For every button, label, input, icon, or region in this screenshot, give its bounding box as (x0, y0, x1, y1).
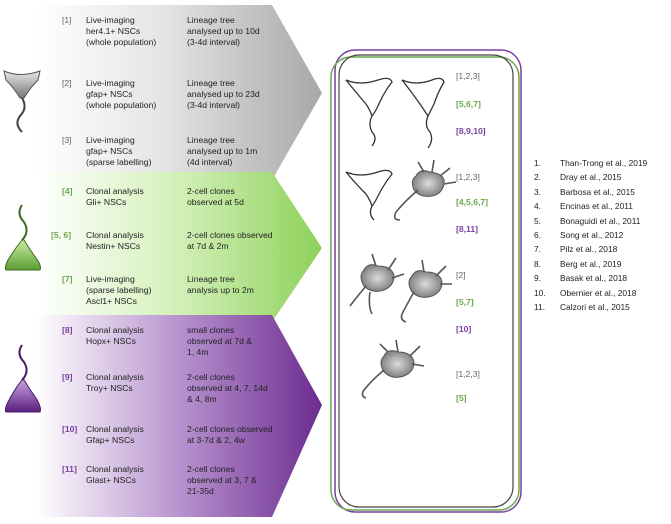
reference-text: Berg et al., 2019 (560, 258, 622, 269)
reference-number: 5. (534, 215, 541, 226)
outcome2-cells (345, 159, 457, 221)
row-ref: [5, 6] (51, 230, 72, 240)
reference-text: Than-Trong et al., 2019 (560, 158, 648, 168)
reference-item: 7. Pilz et al., 2018 (534, 242, 670, 256)
reference-number: 1. (534, 158, 541, 168)
row-ref: [8] (62, 325, 73, 335)
reference-item: 11. Calzori et al., 2015 (534, 300, 670, 314)
reference-number: 3. (534, 186, 541, 197)
row-observation: 2-cell clones observed at 5d (187, 186, 244, 207)
reference-item: 5. Bonaguidi et al., 2011 (534, 214, 670, 228)
row-method: Clonal analysis Hopx+ NSCs (86, 325, 144, 346)
green-outline (330, 56, 520, 511)
outcome1-green-refs: [5,6,7] (456, 99, 481, 109)
row-ref: [4] (62, 186, 73, 196)
outcome2-purple-refs: [8,11] (456, 224, 478, 234)
reference-text: Song et al., 2012 (560, 230, 624, 241)
outcome3-green-refs: [5,7] (456, 297, 474, 307)
green-arrow (36, 172, 322, 322)
row-ref: [3] (62, 135, 72, 145)
row-observation: Lineage tree analysed up to 23d (3-4d in… (187, 78, 260, 110)
row-method: Clonal analysis Troy+ NSCs (86, 372, 144, 393)
reference-number: 11. (534, 302, 546, 313)
row-method: Clonal analysis Glast+ NSCs (86, 464, 144, 485)
gray-arrow (36, 5, 322, 180)
reference-number: 2. (534, 172, 541, 183)
row-observation: Lineage tree analysed up to 10d (3-4d in… (187, 15, 260, 47)
reference-item: 1. Than-Trong et al., 2019 (534, 156, 670, 170)
row-observation: Lineage tree analysed up to 1m (4d inter… (187, 135, 258, 167)
gray-outline (338, 54, 514, 508)
green-nsc-icon (4, 204, 41, 271)
row-method: Live-imaging (sparse labelling) Ascl1+ N… (86, 274, 152, 306)
reference-item: 10. Obernier et al., 2018 (534, 286, 670, 300)
outcome3-gray-refs: [2] (456, 270, 466, 280)
outcome4-gray-refs: [1,2,3] (456, 369, 480, 379)
outcome3-cells (349, 253, 452, 323)
reference-text: Bonaguidi et al., 2011 (560, 215, 641, 226)
reference-number: 4. (534, 201, 541, 212)
row-ref: [1] (62, 15, 72, 25)
row-ref: [2] (62, 78, 72, 88)
purple-nsc-icon (4, 344, 41, 413)
outcome1-cells (345, 77, 445, 149)
row-observation: 2-cell clones observed at 3-7d & 2, 4w (187, 424, 273, 445)
reference-item: 6. Song et al., 2012 (534, 228, 670, 242)
reference-number: 10. (534, 287, 546, 298)
row-ref: [7] (62, 274, 73, 284)
reference-number: 7. (534, 244, 541, 255)
row-observation: 2-cell clones observed at 7d & 2m (187, 230, 273, 251)
gray-nsc-icon (3, 70, 41, 133)
outcome2-gray-refs: [1,2,3] (456, 172, 480, 182)
outcome3-purple-refs: [10] (456, 324, 472, 334)
reference-item: 8. Berg et al., 2019 (534, 257, 670, 271)
outcome2-green-refs: [4,5,6,7] (456, 197, 489, 207)
row-ref: [11] (62, 464, 77, 474)
row-observation: 2-cell clones observed at 4, 7, 14d & 4,… (187, 372, 268, 404)
row-ref: [9] (62, 372, 73, 382)
outcome4-green-refs: [5] (456, 393, 467, 403)
outcome4-cells (361, 339, 425, 399)
reference-number: 8. (534, 258, 541, 269)
row-method: Clonal analysis Gli+ NSCs (86, 186, 144, 207)
reference-number: 9. (534, 273, 541, 284)
reference-item: 3. Barbosa et al., 2015 (534, 185, 670, 199)
purple-outline (334, 49, 522, 513)
reference-text: Dray et al., 2015 (560, 172, 622, 183)
row-observation: small clones observed at 7d & 1, 4m (187, 325, 252, 357)
reference-text: Obernier et al., 2018 (560, 287, 637, 298)
reference-text: Basak et al., 2018 (560, 273, 628, 284)
purple-arrow (36, 315, 322, 517)
row-observation: 2-cell clones observed at 3, 7 & 21-35d (187, 464, 257, 496)
row-method: Live-imaging her4.1+ NSCs (whole populat… (86, 15, 157, 47)
reference-item: 9. Basak et al., 2018 (534, 271, 670, 285)
row-method: Live-imaging gfap+ NSCs (sparse labellin… (86, 135, 152, 167)
row-method: Clonal analysis Gfap+ NSCs (86, 424, 144, 445)
reference-text: Encinas et al., 2011 (560, 201, 633, 212)
row-observation: Lineage tree analysis up to 2m (187, 274, 254, 295)
reference-text: Calzori et al., 2015 (560, 302, 630, 313)
reference-list: 1. Than-Trong et al., 2019 2. Dray et al., … (534, 156, 670, 314)
row-ref: [10] (62, 424, 78, 434)
reference-item: 4. Encinas et al., 2011 (534, 199, 670, 213)
outcome1-purple-refs: [8,9,10] (456, 126, 486, 136)
outcome1-gray-refs: [1,2,3] (456, 71, 480, 81)
reference-item: 2. Dray et al., 2015 (534, 170, 670, 184)
reference-text: Pilz et al., 2018 (560, 244, 618, 255)
reference-text: Barbosa et al., 2015 (560, 186, 635, 197)
reference-number: 6. (534, 230, 541, 241)
row-method: Clonal analysis Nestin+ NSCs (86, 230, 144, 251)
row-method: Live-imaging gfap+ NSCs (whole populatio… (86, 78, 157, 110)
